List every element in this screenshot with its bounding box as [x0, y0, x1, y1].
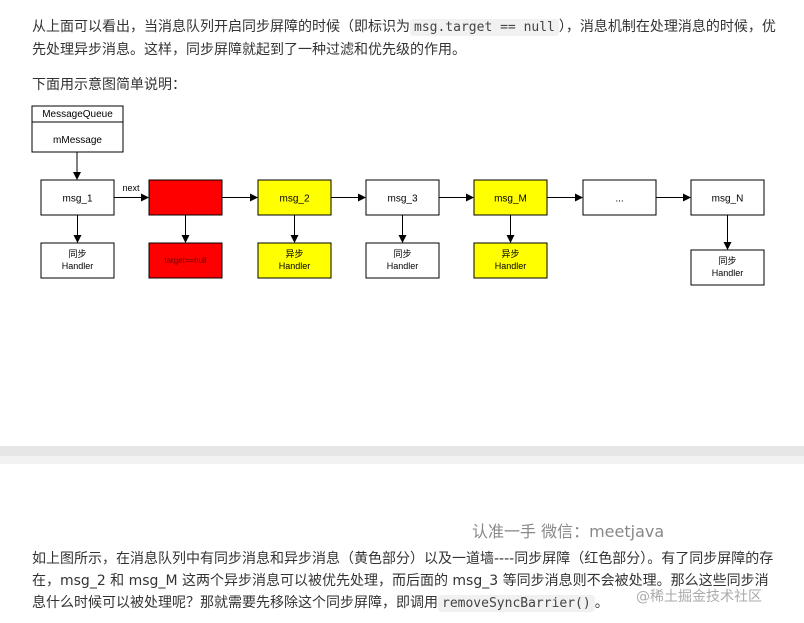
intro-text-1: 从上面可以看出，当消息队列开启同步屏障的时候（即标识为	[32, 19, 410, 35]
queue-node-label-6: msg_N	[712, 193, 744, 204]
wechat-watermark: 认准一手 微信：meetjava	[472, 522, 665, 541]
queue-node-label-5: ...	[615, 193, 623, 204]
handler-box-1	[148, 242, 223, 279]
queue-node-label-0: msg_1	[62, 193, 92, 204]
conclusion-text-1: 如上图所示，在消息队列中有同步消息和异步消息（黄色部分）以及一道墙----同步屏…	[32, 551, 774, 611]
handler-label-1: target==null	[164, 256, 206, 265]
handler-box-6	[690, 249, 765, 286]
juejin-watermark: @稀土掘金技术社区	[636, 589, 762, 605]
queue-node-label-4: msg_M	[494, 193, 527, 204]
queue-node-2	[257, 179, 332, 216]
queue-node-label-2: msg_2	[279, 193, 309, 204]
message-queue-title: MessageQueue	[42, 109, 113, 120]
handler-box-3	[365, 242, 440, 279]
queue-node-5	[582, 179, 657, 216]
conclusion-text-2: 。	[594, 595, 609, 611]
message-queue-box	[31, 105, 124, 153]
intro-text-2: ），消息机制在处理消息的时候，优先处理异步消息。这样，同步屏障就起到了一种过滤和…	[32, 19, 776, 58]
message-queue-field: mMessage	[53, 135, 102, 146]
next-label: next	[122, 183, 140, 193]
intro-code: msg.target == null	[410, 19, 559, 36]
queue-node-1	[148, 179, 223, 216]
handler-box-2	[257, 242, 332, 279]
diagram-caption: 下面用示意图简单说明：	[32, 77, 186, 93]
queue-node-label-3: msg_3	[387, 193, 417, 204]
handler-box-4	[473, 242, 548, 279]
conclusion-paragraph: 如上图所示，在消息队列中有同步消息和异步消息（黄色部分）以及一道墙----同步屏…	[32, 548, 780, 615]
page-gap	[0, 446, 804, 456]
conclusion-code: removeSyncBarrier()	[438, 595, 595, 612]
queue-node-3	[365, 179, 440, 216]
handler-box-0	[40, 242, 115, 279]
page-gap-shadow	[0, 456, 804, 464]
queue-node-6	[690, 179, 765, 216]
queue-node-0	[40, 179, 115, 216]
